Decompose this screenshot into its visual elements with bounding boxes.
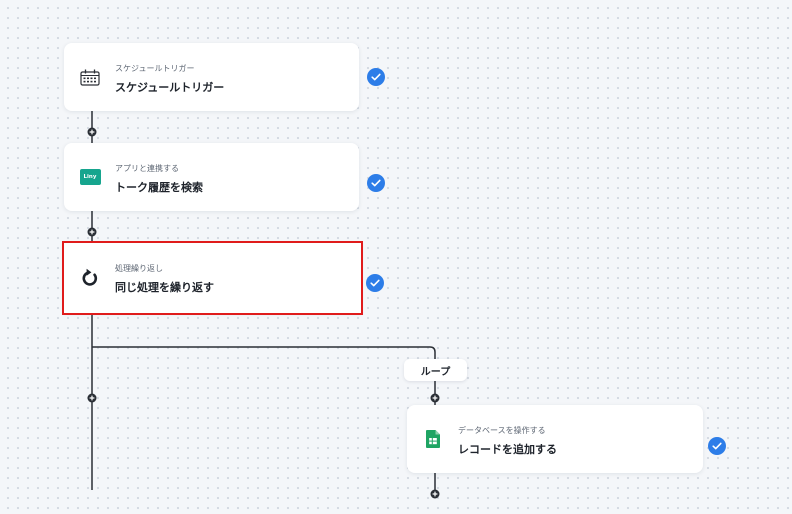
step-title: レコードを追加する (458, 443, 557, 456)
step-card-repeat[interactable]: 処理繰り返し 同じ処理を繰り返す (64, 243, 361, 313)
plus-icon (87, 227, 97, 237)
add-step-button[interactable] (87, 122, 97, 137)
calendar-icon (78, 65, 102, 89)
liny-logo: Liny (79, 169, 101, 185)
step-category: データベースを操作する (458, 426, 546, 435)
step-category: スケジュールトリガー (115, 64, 195, 73)
check-icon (367, 174, 385, 192)
add-step-button[interactable] (430, 484, 440, 499)
plus-icon (430, 393, 440, 403)
add-step-button[interactable] (430, 388, 440, 403)
step-card-schedule-trigger[interactable]: スケジュールトリガー スケジュールトリガー (64, 43, 359, 111)
plus-icon (87, 127, 97, 137)
add-step-button[interactable] (87, 222, 97, 237)
loop-label[interactable]: ループ (404, 359, 467, 381)
liny-logo-icon: Liny (78, 165, 102, 189)
step-title: 同じ処理を繰り返す (115, 281, 214, 294)
check-icon (367, 68, 385, 86)
step-title: スケジュールトリガー (115, 81, 225, 94)
loop-branch-line (92, 346, 436, 359)
step-title: トーク履歴を検索 (115, 181, 203, 194)
plus-icon (430, 489, 440, 499)
check-icon (708, 437, 726, 455)
google-sheets-icon (421, 427, 445, 451)
add-step-button[interactable] (87, 388, 97, 403)
step-category: アプリと連携する (115, 164, 179, 173)
step-card-search-talk-history[interactable]: Liny アプリと連携する トーク履歴を検索 (64, 143, 359, 211)
step-category: 処理繰り返し (115, 264, 163, 273)
step-card-add-record[interactable]: データベースを操作する レコードを追加する (407, 405, 703, 473)
check-icon (366, 274, 384, 292)
selected-step-highlight (62, 241, 363, 315)
repeat-icon (78, 266, 102, 290)
plus-icon (87, 393, 97, 403)
